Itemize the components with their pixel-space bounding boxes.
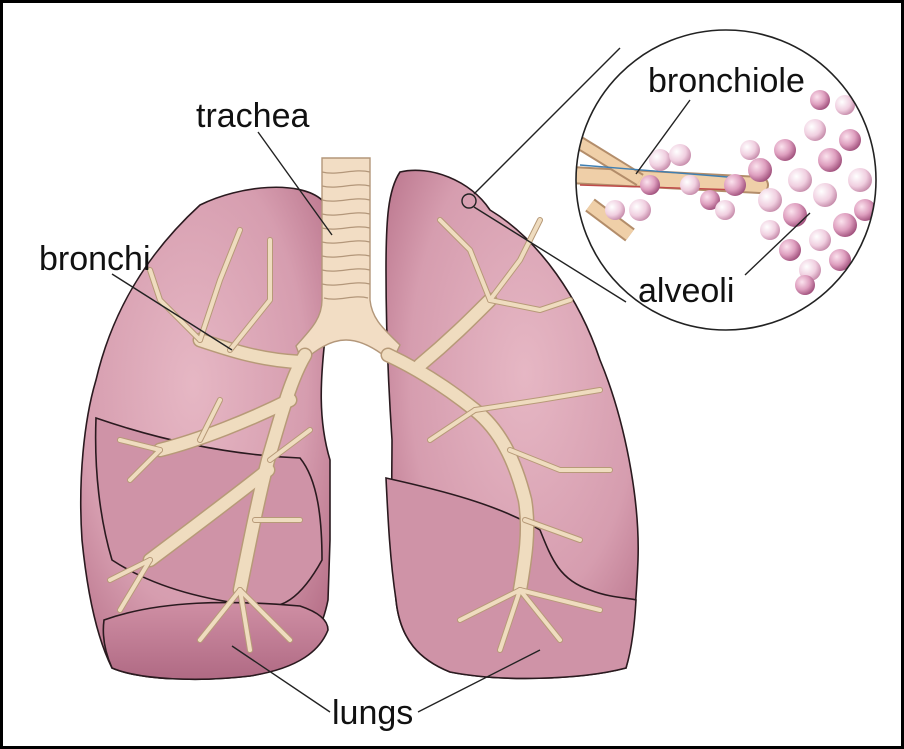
label-bronchi: bronchi (39, 240, 151, 278)
label-alveoli: alveoli (638, 272, 734, 310)
label-trachea: trachea (196, 97, 309, 135)
label-bronchiole: bronchiole (648, 62, 805, 100)
label-lungs: lungs (332, 694, 413, 732)
